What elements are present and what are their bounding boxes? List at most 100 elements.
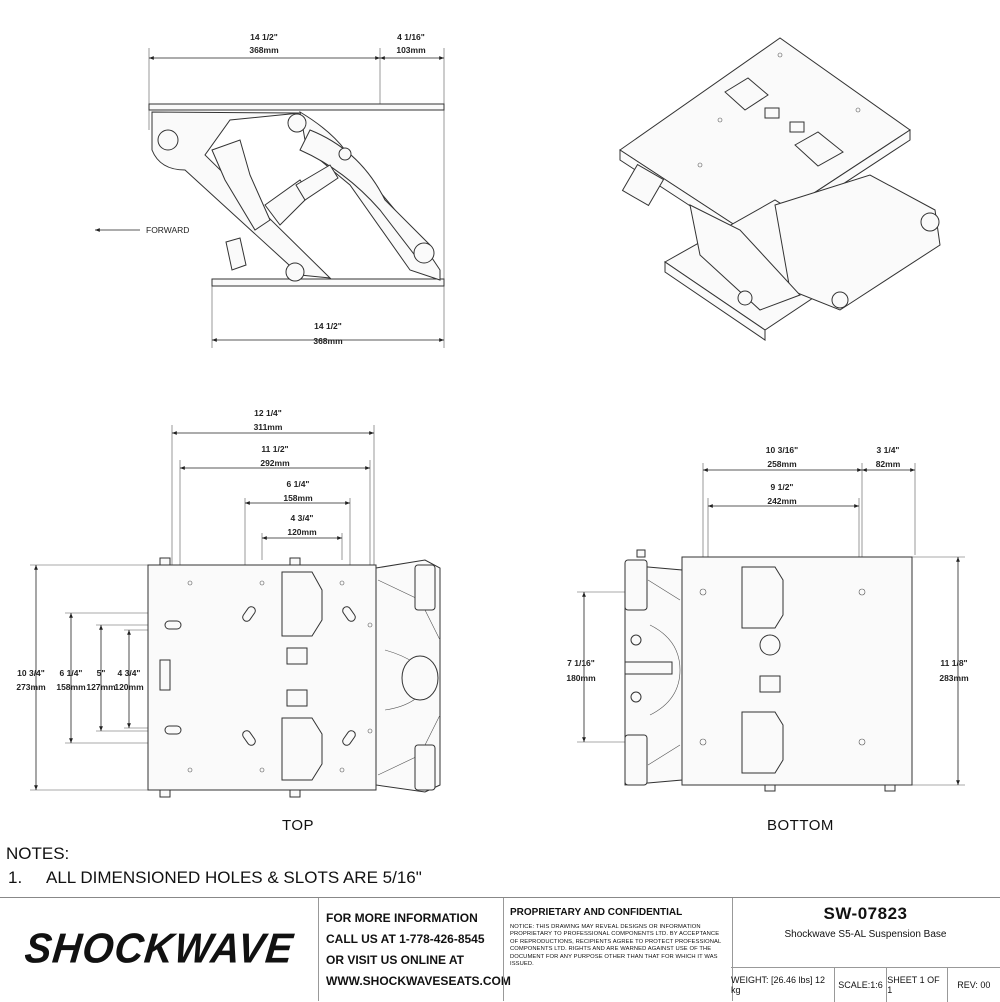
dim-158-h-in: 6 1/4"	[287, 479, 310, 489]
drawing-info: SW-07823 Shockwave S5-AL Suspension Base…	[731, 898, 1000, 1002]
side-pivot-1	[157, 129, 179, 151]
dim-242-in: 9 1/2"	[771, 482, 794, 492]
bottom-linkage-frame	[624, 564, 683, 786]
top-square-cutout	[286, 647, 308, 665]
drawing-description: Shockwave S5-AL Suspension Base	[784, 929, 947, 940]
contact-line-2: CALL US AT 1-778-426-8545	[326, 932, 485, 946]
v-158-in: 6 1/4"	[60, 668, 83, 678]
bottom-cutout-lower	[741, 711, 784, 774]
rev-cell: REV: 00	[957, 980, 991, 990]
top-cutout-lower	[281, 717, 323, 781]
top-slot-d	[242, 730, 256, 746]
contact-line-3: OR VISIT US ONLINE AT	[326, 953, 465, 967]
top-view-label: TOP	[282, 817, 315, 834]
note-1: 1. ALL DIMENSIONED HOLES & SLOTS ARE 5/16…	[6, 866, 422, 890]
iso-hole	[697, 162, 703, 168]
side-bottom-plate	[211, 278, 445, 287]
website-link[interactable]: WWW.SHOCKWAVESEATS.COM	[326, 974, 511, 988]
logo-text: SHOCKWAVE	[22, 925, 296, 973]
iso-pivot	[831, 291, 849, 309]
iso-hole	[777, 52, 783, 58]
bottom-view-label: BOTTOM	[767, 817, 834, 834]
sheet-cell: SHEET 1 OF 1	[887, 968, 948, 1002]
bottom-square-cutout	[759, 675, 781, 693]
iso-shock	[621, 163, 665, 207]
proprietary-notice: PROPRIETARY AND CONFIDENTIAL NOTICE: THI…	[503, 898, 733, 1001]
dim-label-top-left-mm: 368mm	[249, 45, 279, 55]
side-pivot-4	[413, 242, 435, 264]
bottom-label-plate	[624, 661, 673, 675]
v-273-mm: 273mm	[16, 682, 46, 692]
top-slot-h	[164, 725, 182, 735]
contact-line-1: FOR MORE INFORMATION	[326, 911, 478, 925]
dim-82-mm: 82mm	[876, 459, 901, 469]
v-158-mm: 158mm	[56, 682, 86, 692]
dim-158-h-mm: 158mm	[283, 493, 313, 503]
dim-label-top-right-mm: 103mm	[396, 45, 426, 55]
forward-label: FORWARD	[146, 225, 189, 235]
side-view: 14 1/2" 368mm 4 1/16" 103mm 14 1/2" 368m…	[95, 32, 445, 348]
proprietary-text: NOTICE: THIS DRAWING MAY REVEAL DESIGNS …	[510, 924, 722, 968]
drawing-meta-row: WEIGHT: [26.46 lbs] 12 kg SCALE:1:6 SHEE…	[731, 967, 1000, 1002]
dim-120-h-in: 4 3/4"	[291, 513, 314, 523]
side-pivot-3	[338, 147, 352, 161]
v-283-in: 11 1/8"	[940, 658, 967, 668]
scale-cell: SCALE:1:6	[835, 968, 888, 1002]
top-square-cutout	[286, 689, 308, 707]
iso-hole	[855, 107, 861, 113]
bottom-roller-upper	[624, 559, 648, 611]
bottom-roller-lower	[624, 734, 648, 786]
notes-block: NOTES: 1. ALL DIMENSIONED HOLES & SLOTS A…	[6, 842, 422, 890]
iso-slot-1	[724, 77, 769, 111]
top-slot-d	[342, 606, 356, 622]
top-view: 12 1/4" 311mm 11 1/2" 292mm 6 1/4" 158mm…	[16, 408, 441, 798]
dim-258-mm: 258mm	[767, 459, 797, 469]
notes-heading: NOTES:	[6, 844, 70, 863]
side-pivot-2	[287, 113, 307, 133]
top-slot-d	[242, 606, 256, 622]
top-label-plate	[159, 659, 171, 691]
bottom-bolt-tab	[884, 784, 896, 792]
iso-front-arm	[689, 204, 801, 311]
logo: SHOCKWAVE	[0, 898, 319, 1001]
proprietary-heading: PROPRIETARY AND CONFIDENTIAL	[510, 907, 683, 918]
side-pivot-5	[285, 262, 305, 282]
dim-242-mm: 242mm	[767, 496, 797, 506]
dim-label-top-right-in: 4 1/16"	[397, 32, 425, 42]
v-120-mm: 120mm	[114, 682, 144, 692]
dim-292-in: 11 1/2"	[261, 444, 288, 454]
top-slot-h	[164, 620, 182, 630]
top-bolt	[159, 557, 171, 566]
top-roller-lower	[414, 744, 436, 791]
contact-info: FOR MORE INFORMATION CALL US AT 1-778-42…	[326, 908, 511, 992]
top-shock-mount	[401, 655, 439, 701]
iso-pivot	[920, 212, 940, 232]
iso-cutout-1	[764, 107, 780, 119]
isometric-view	[619, 37, 941, 341]
bottom-view: 10 3/16" 258mm 3 1/4" 82mm 9 1/2" 242mm …	[566, 445, 969, 792]
note-1-index: 1.	[8, 868, 23, 887]
side-shock-rod	[295, 164, 339, 201]
top-bolt	[159, 789, 171, 798]
iso-slot-2	[794, 131, 844, 167]
v-273-in: 10 3/4"	[17, 668, 45, 678]
v-180-in: 7 1/16"	[567, 658, 595, 668]
drawing-number: SW-07823	[823, 904, 908, 923]
iso-cutout-2	[789, 121, 805, 133]
dim-120-h-mm: 120mm	[287, 527, 317, 537]
v-180-mm: 180mm	[566, 673, 596, 683]
bottom-bolt	[630, 634, 642, 646]
top-roller-upper	[414, 564, 436, 611]
title-block: SHOCKWAVE FOR MORE INFORMATION CALL US A…	[0, 897, 1000, 1002]
bottom-cutout-upper	[741, 566, 784, 629]
iso-hole	[717, 117, 723, 123]
top-bolt	[289, 789, 301, 798]
top-bolt	[289, 557, 301, 566]
weight-cell: WEIGHT: [26.46 lbs] 12 kg	[731, 968, 835, 1002]
iso-base-edge	[664, 261, 766, 341]
dim-82-in: 3 1/4"	[877, 445, 900, 455]
note-1-text: ALL DIMENSIONED HOLES & SLOTS ARE 5/16"	[46, 868, 422, 887]
dim-311-in: 12 1/4"	[254, 408, 282, 418]
dim-292-mm: 292mm	[260, 458, 290, 468]
